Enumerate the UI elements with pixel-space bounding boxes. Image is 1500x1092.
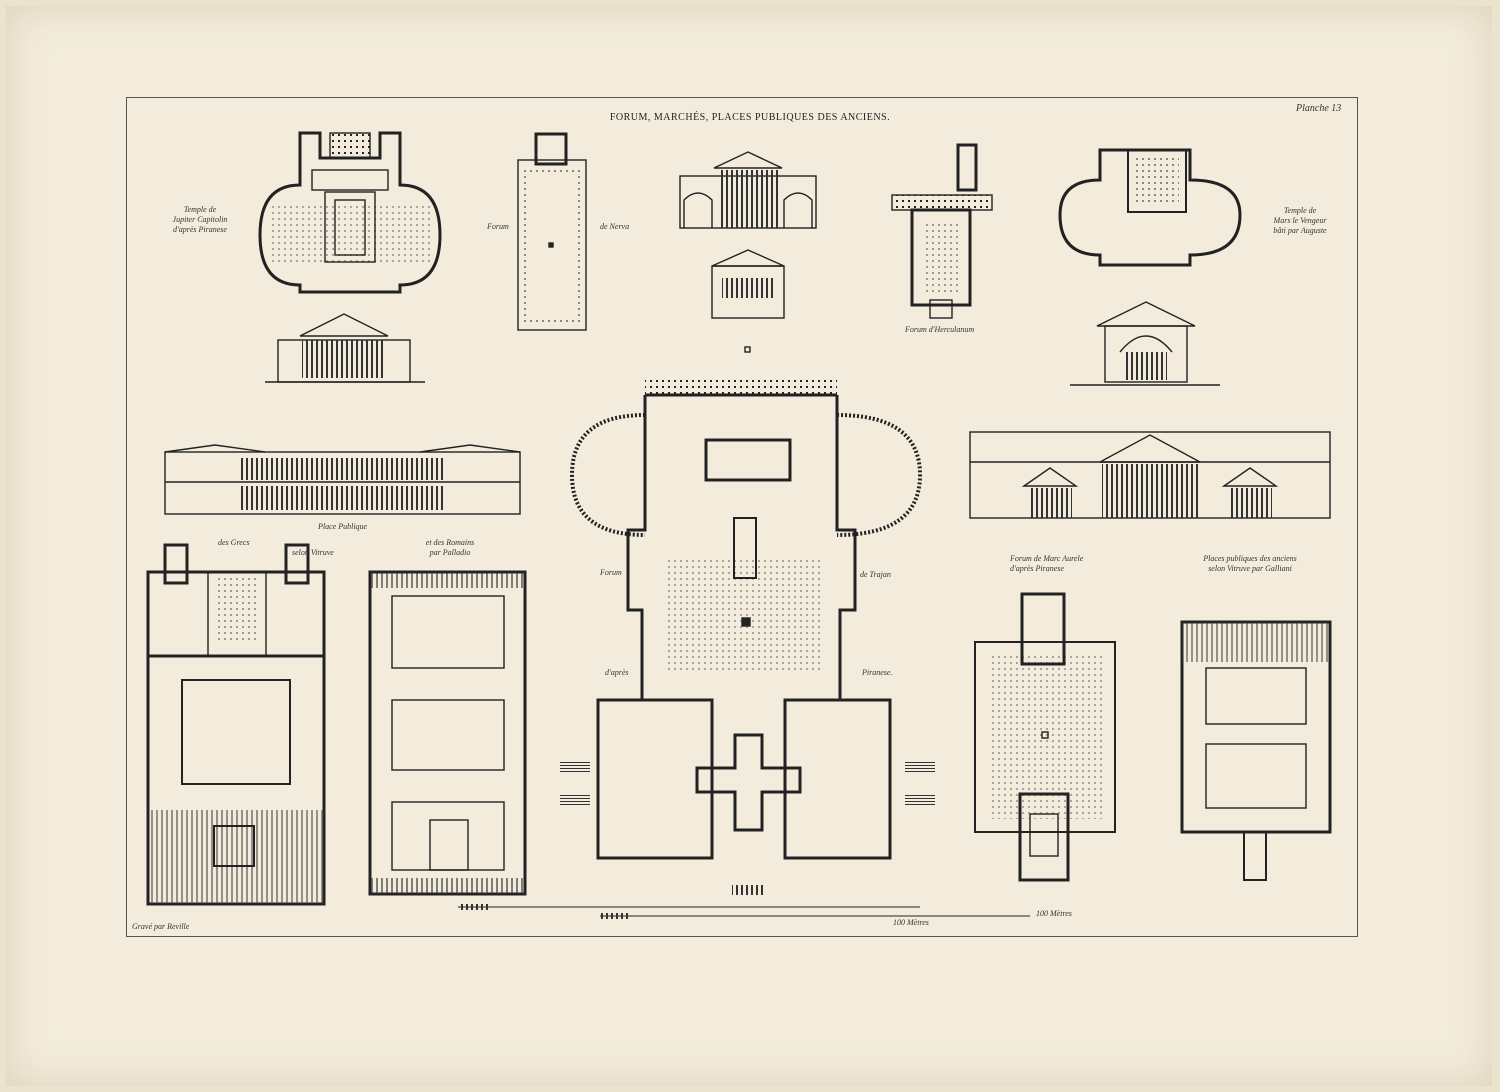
- label-trajan-de: de Trajan: [860, 570, 891, 579]
- elevation-temple-mars: [1070, 301, 1220, 386]
- label-galliani: Places publiques des anciens selon Vitru…: [1190, 554, 1310, 574]
- plan-forum-herculanum: [891, 143, 993, 319]
- plate-title: FORUM, MARCHÉS, PLACES PUBLIQUES DES ANC…: [609, 112, 891, 123]
- elevation-jupiter-capitolin: [265, 313, 425, 383]
- plate-number: Planche 13: [1296, 103, 1342, 114]
- scale-label-right: 100 Mètres: [1036, 909, 1072, 918]
- scale-bars: [458, 904, 1030, 919]
- plate-frame: [126, 97, 1358, 937]
- label-nerva-right: de Nerva: [600, 222, 630, 231]
- label-galliani-line: Places publiques des anciens: [1203, 554, 1297, 563]
- label-mars-line: Mars le Vengeur: [1273, 216, 1327, 225]
- label-mars-line: Temple de: [1283, 206, 1317, 215]
- label-romains-line: et des Romains: [425, 538, 475, 547]
- elevation-forum-nerva: [679, 151, 817, 353]
- plan-forum-trajan: [560, 380, 935, 895]
- label-trajan-piranese: Piranese.: [862, 668, 893, 677]
- plan-places-publiques-galliani: [1180, 620, 1332, 881]
- label-galliani-line: selon Vitruve par Galliani: [1208, 564, 1292, 573]
- plan-jupiter-capitolin: [258, 131, 442, 294]
- label-place-publique: Place Publique: [318, 522, 368, 531]
- label-jupiter-line: d'après Piranese: [173, 225, 227, 234]
- label-jupiter-line: Jupiter Capitolin: [172, 215, 228, 224]
- scale-label-left: 100 Mètres: [893, 918, 929, 927]
- label-marc-aurele: Forum de Marc Aurele d'après Piranese: [1010, 554, 1083, 574]
- label-grecs: des Grecs: [218, 538, 250, 547]
- label-herculanum: Forum d'Herculanum: [905, 325, 975, 334]
- plan-temple-mars: [1058, 148, 1242, 267]
- label-marc-aurele-line: d'après Piranese: [1010, 564, 1064, 573]
- plan-forum-nerva: [517, 132, 587, 331]
- label-jupiter: Temple de Jupiter Capitolin d'après Pira…: [150, 205, 250, 235]
- elevation-forum-trajan: [969, 431, 1331, 519]
- label-selon-vitruve: selon Vitruve: [292, 548, 334, 557]
- plan-forum-marc-aurele: [974, 592, 1116, 882]
- label-romains: et des Romains par Palladio: [410, 538, 490, 558]
- label-mars: Temple de Mars le Vengeur bâti par Augus…: [1250, 206, 1350, 236]
- label-nerva-left: Forum: [487, 222, 509, 231]
- label-trajan-forum: Forum: [600, 568, 622, 577]
- plan-forum-grecs: [146, 543, 326, 906]
- plan-forum-romains: [368, 570, 527, 896]
- label-romains-line: par Palladio: [429, 548, 471, 557]
- label-mars-line: bâti par Auguste: [1273, 226, 1327, 235]
- engraver-credit: Gravé par Reville: [132, 922, 190, 931]
- label-trajan-dapres: d'après: [605, 668, 629, 677]
- label-jupiter-line: Temple de: [183, 205, 217, 214]
- elevation-place-publique: [164, 444, 521, 515]
- label-marc-aurele-line: Forum de Marc Aurele: [1010, 554, 1084, 563]
